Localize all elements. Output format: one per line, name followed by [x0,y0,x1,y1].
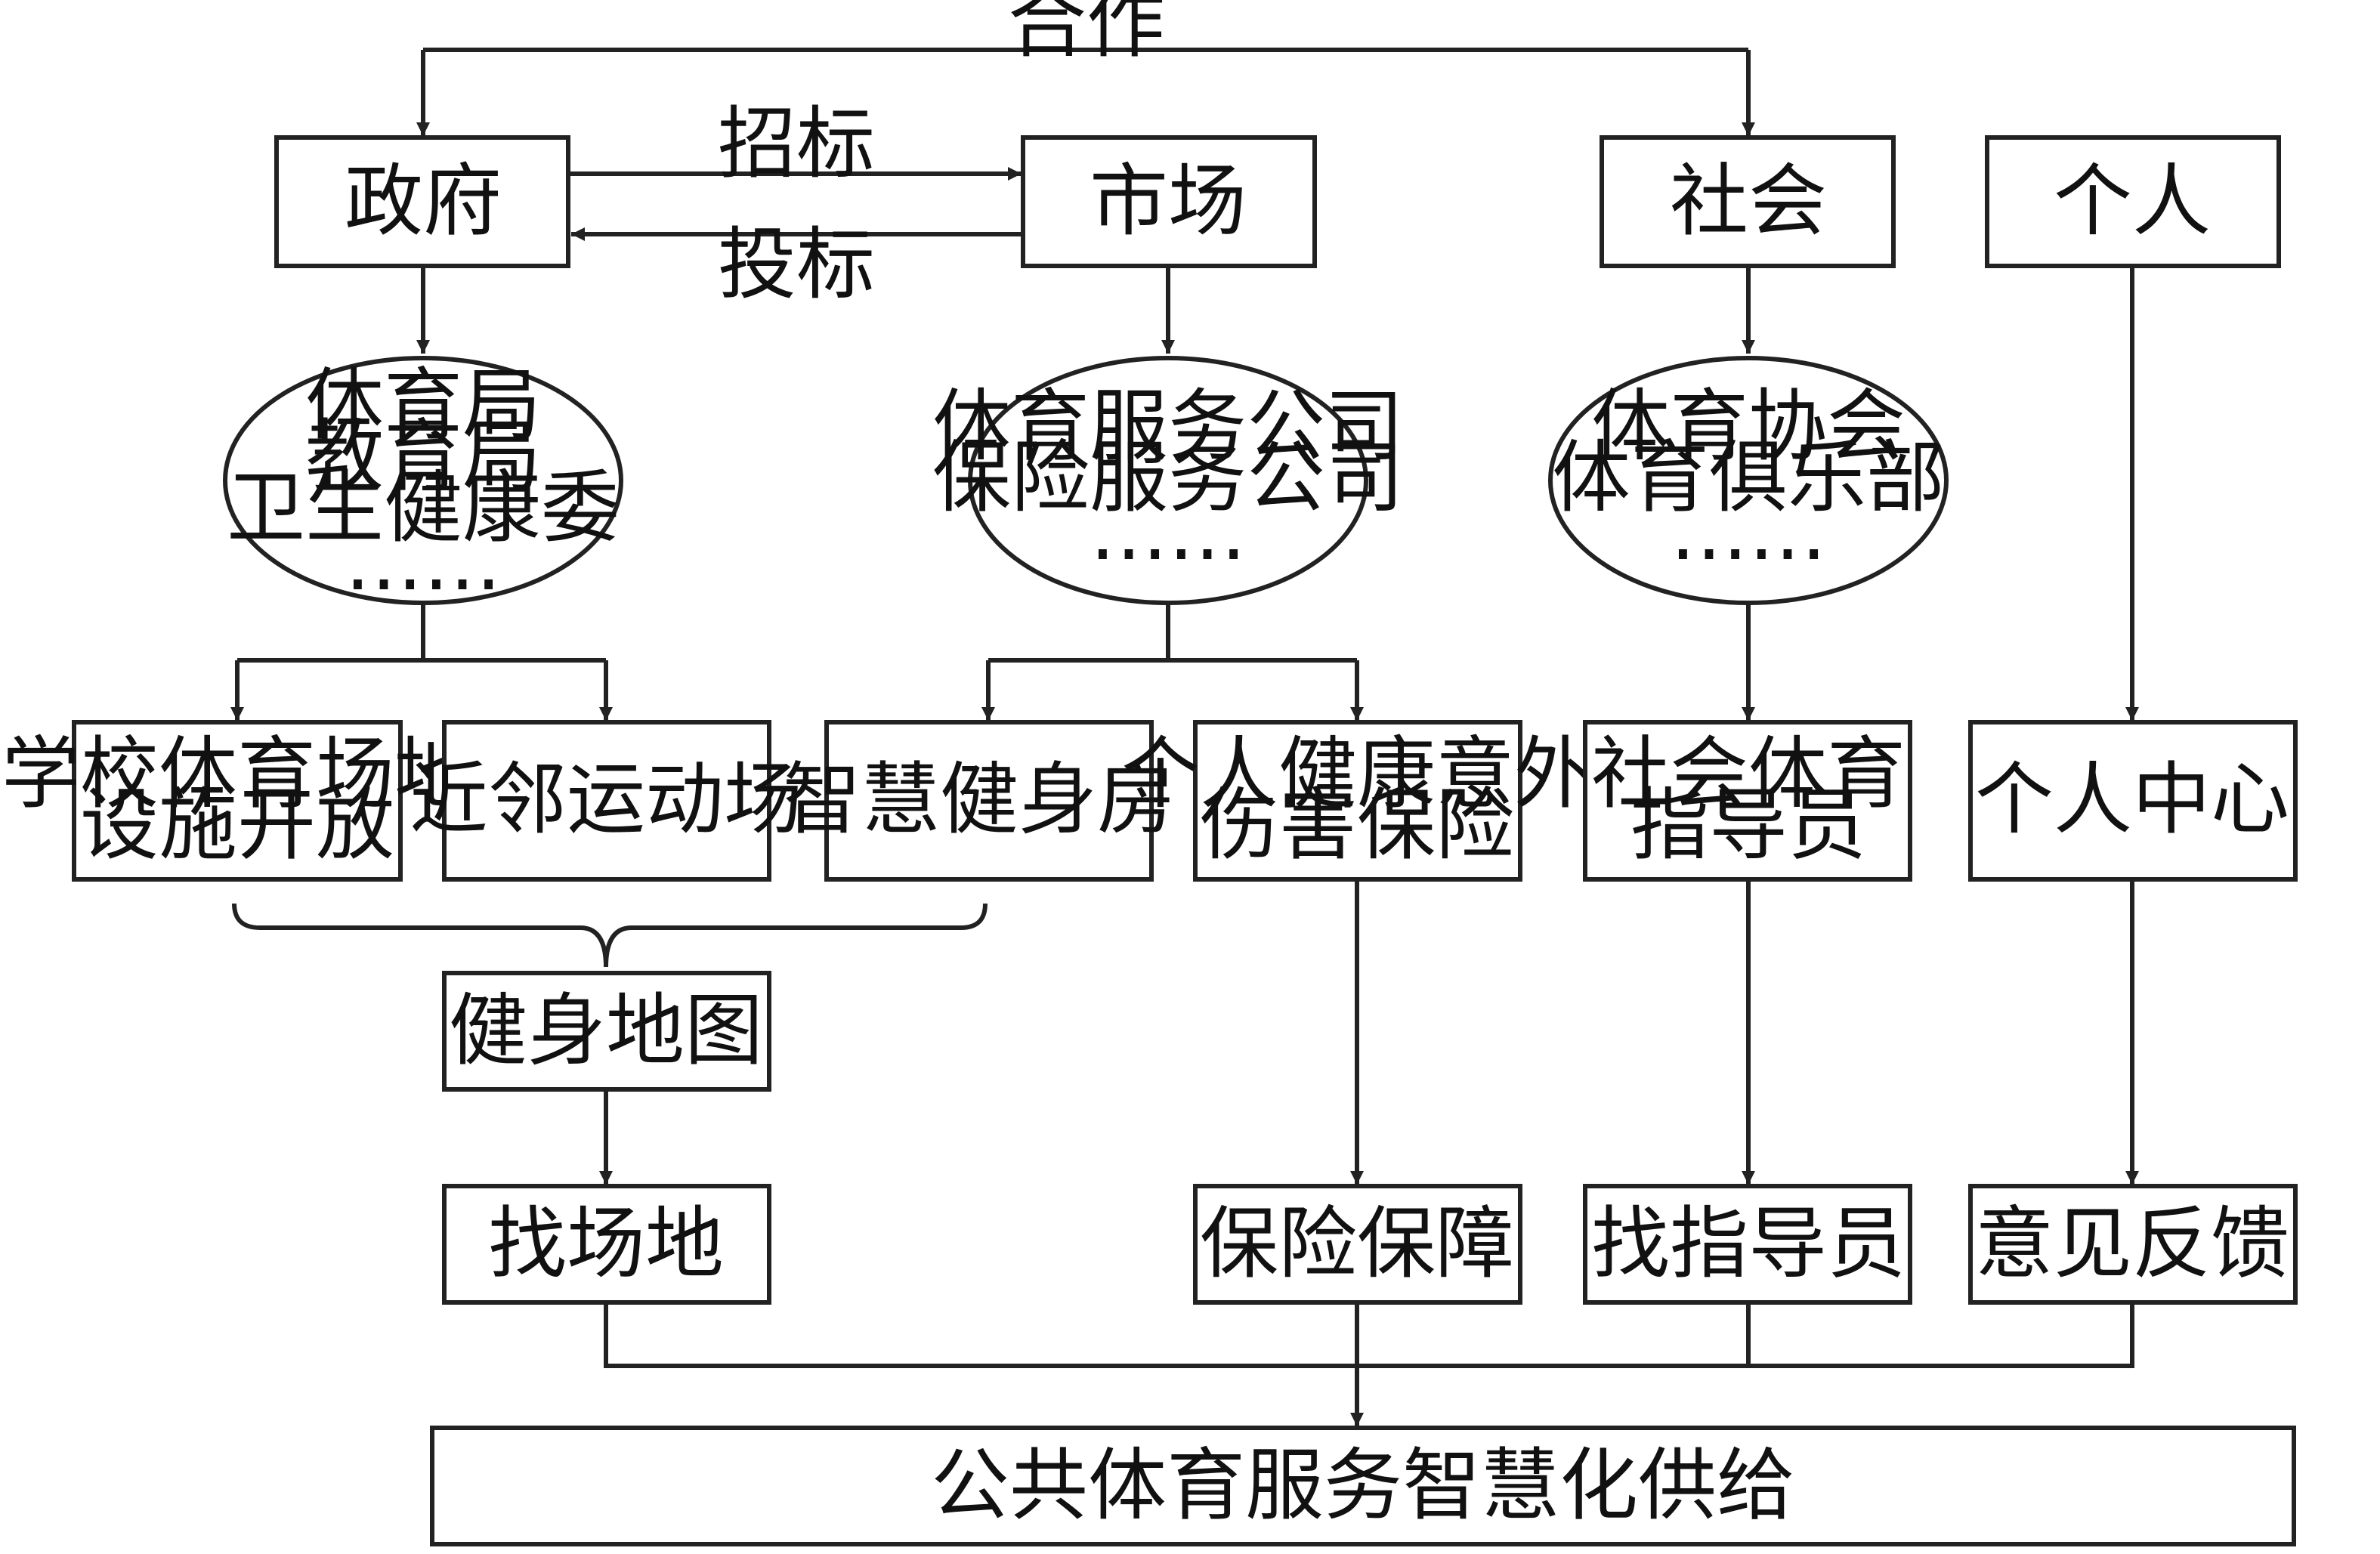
market-agency-line: 体育服务公司 [932,380,1404,472]
instructor-line: 社会体育 [1591,728,1906,820]
personal-center-node: 个人中心 [1968,720,2298,882]
functions-merge-line [604,1302,2134,1368]
insurance-product-line: 伤害保险 [1200,779,1514,871]
instructor-line: 指导员 [1630,779,1866,871]
find-instructor-node: 找指导员 [1583,1184,1912,1305]
gov-agency-ellipsis: …… [345,516,502,608]
school-facilities-node: 学校体育场地 设施开放 [2,720,473,882]
school-facilities-line: 设施开放 [80,779,394,871]
find-venue-label: 找场地 [488,1197,724,1290]
bid-submit-label: 投标 [718,218,875,310]
market-agency-ellipsis: …… [1090,486,1247,578]
fitness-map-node: 健身地图 [442,971,771,1092]
neighborhood-field-label: 近邻运动场 [410,753,802,845]
society-node: 社会 [1600,135,1896,268]
feedback-node: 意见反馈 [1968,1184,2298,1305]
market-agency-branch [988,601,1357,663]
society-agency-line: 体育协会 [1591,380,1906,472]
insurance-product-node: 个人健康意外 伤害保险 [1121,720,1593,882]
government-node: 政府 [274,135,570,268]
output-node: 公共体育服务智慧化供给 [430,1426,2296,1546]
society-agencies-node: 体育协会 体育俱乐部 …… [1548,356,1949,605]
society-agency-line: 体育俱乐部 [1552,431,1945,524]
government-label: 政府 [345,155,502,247]
individual-node: 个人 [1985,135,2281,268]
market-agencies-node: 体育服务公司 保险服务公司 …… [932,356,1404,605]
fitness-map-label: 健身地图 [449,984,763,1077]
insurance-product-line: 个人健康意外 [1121,728,1593,820]
school-facilities-line: 学校体育场地 [2,728,473,820]
cooperation-label: 合作 [1008,0,1165,69]
output-label: 公共体育服务智慧化供给 [931,1439,1795,1531]
insurance-guarantee-label: 保险保障 [1200,1197,1514,1290]
insurance-guarantee-node: 保险保障 [1193,1184,1522,1305]
feedback-label: 意见反馈 [1975,1197,2289,1290]
neighborhood-field-node: 近邻运动场 [410,720,802,882]
society-label: 社会 [1670,155,1827,247]
find-venue-node: 找场地 [442,1184,771,1305]
find-instructor-label: 找指导员 [1591,1197,1906,1290]
society-agency-ellipsis: …… [1670,486,1827,578]
smart-gym-node: 智慧健身房 [783,720,1176,882]
individual-label: 个人 [2054,155,2211,247]
market-node: 市场 [1021,135,1317,268]
gov-agency-line: 体育局 [305,359,541,451]
gov-agency-branch [237,601,606,663]
smart-gym-label: 智慧健身房 [783,753,1176,845]
gov-agency-line: 卫生健康委 [227,462,620,554]
instructor-node: 社会体育 指导员 [1583,720,1912,882]
market-agency-line: 保险服务公司 [932,431,1404,524]
gov-agency-line: 教育局 [305,410,541,502]
government-agencies-node: 体育局 教育局 卫生健康委 …… [223,356,623,608]
personal-center-label: 个人中心 [1975,753,2289,845]
venue-group-brace [232,903,988,968]
bid-invite-label: 招标 [718,97,875,190]
market-label: 市场 [1090,155,1247,247]
